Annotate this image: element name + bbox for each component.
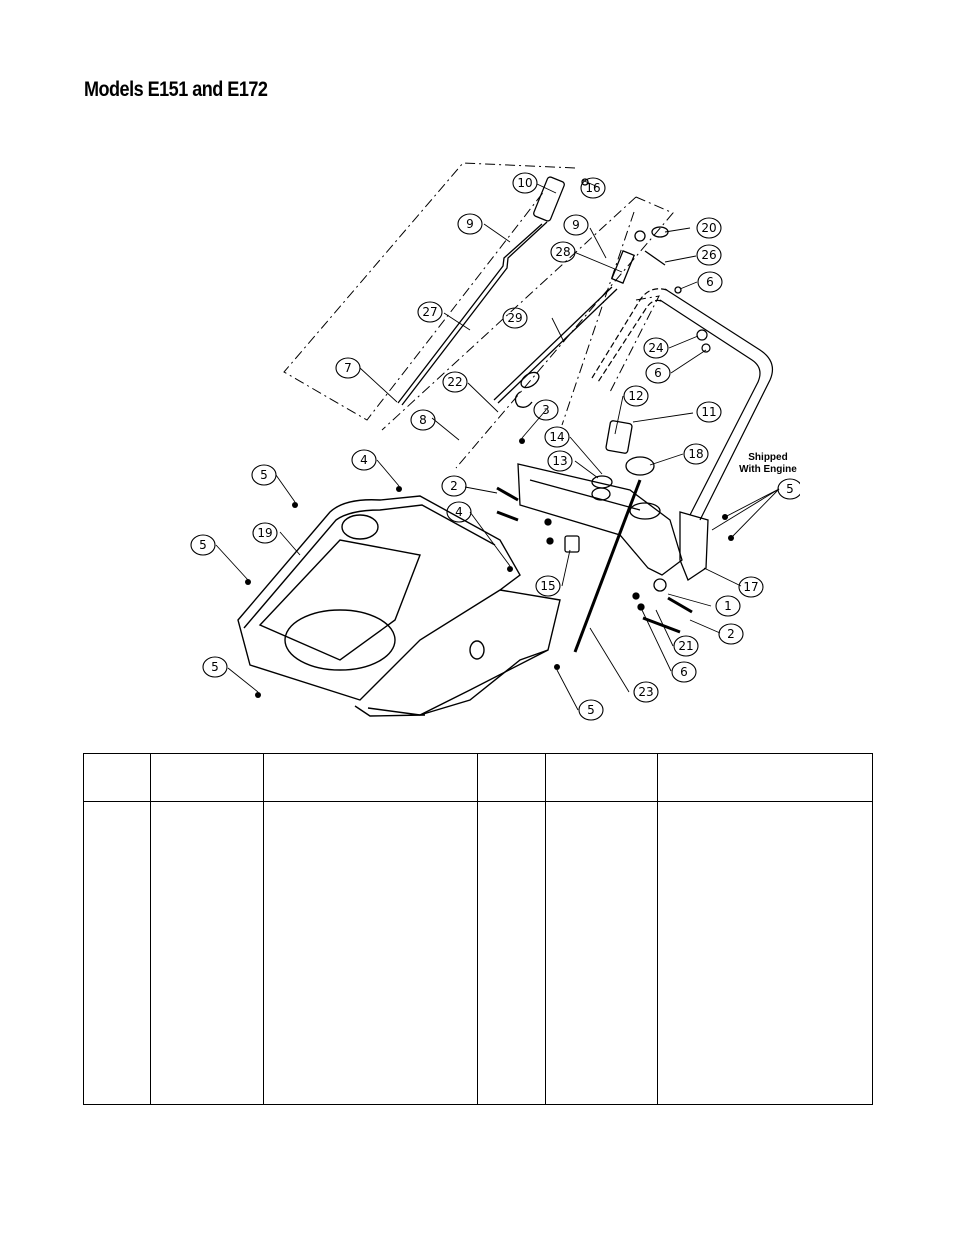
callout-label: 9 [572,218,580,232]
table-cell [657,801,873,1105]
callout-label: 6 [654,366,662,380]
callout-label: 5 [199,538,207,552]
control-bracket [496,420,709,653]
table-header-cell [657,753,873,802]
callout-labels: 10 16 9 9 28 20 26 6 27 29 24 6 7 22 3 1… [199,176,794,717]
note-line: With Engine [739,464,797,475]
table-cell [150,801,264,1105]
table-header-cell [83,753,151,802]
callout-label: 2 [450,479,458,493]
callout-circles [190,172,800,721]
table-header-cell [150,753,264,802]
page-title: Models E151 and E172 [84,78,268,101]
note-line: Shipped [748,452,788,463]
table-header-cell [477,753,546,802]
table-header-cell [545,753,658,802]
handle-rod [397,176,589,406]
callout-label: 12 [628,389,643,403]
callout-label: 29 [507,311,522,325]
hood-cover [237,495,561,717]
table-cell [263,801,478,1105]
callout-label: 5 [260,468,268,482]
table-header-row [83,753,873,802]
callout-label: 20 [701,221,716,235]
callout-label: 28 [555,245,570,259]
callout-label: 17 [743,580,758,594]
callout-label: 10 [517,176,532,190]
callout-label: 7 [344,361,352,375]
callout-label: 14 [549,430,564,444]
callout-label: 6 [706,275,714,289]
callout-label: 15 [540,579,555,593]
table-header-cell [263,753,478,802]
callout-label: 18 [688,447,703,461]
callout-label: 13 [552,454,567,468]
callout-label: 26 [701,248,716,262]
callout-label: 3 [542,403,550,417]
table-cell [545,801,658,1105]
callout-label: 21 [678,639,693,653]
callout-label: 16 [585,181,600,195]
callout-label: 5 [587,703,595,717]
callout-label: 9 [466,217,474,231]
callout-label: 23 [638,685,653,699]
callout-label: 8 [419,413,427,427]
callout-label: 6 [680,665,688,679]
table-cell [477,801,546,1105]
callout-label: 1 [724,599,732,613]
shipped-with-engine-note: Shipped With Engine [718,452,818,476]
callout-label: 5 [786,482,794,496]
table-cell [83,801,151,1105]
leader-lines [215,179,780,711]
callout-label: 22 [447,375,462,389]
handle-frame [591,288,773,521]
exploded-parts-diagram: 10 16 9 9 28 20 26 6 27 29 24 6 7 22 3 1… [190,162,800,721]
screws [245,438,734,698]
parts-table [83,753,873,1105]
callout-label: 2 [727,627,735,641]
callout-label: 5 [211,660,219,674]
dashed-enclosure [283,162,674,469]
callout-label: 24 [648,341,663,355]
table-row [83,801,873,1105]
callout-label: 19 [257,526,272,540]
callout-label: 4 [455,505,463,519]
callout-label: 11 [701,405,716,419]
callout-label: 27 [422,305,437,319]
callout-label: 4 [360,453,368,467]
shift-rod [493,226,682,408]
